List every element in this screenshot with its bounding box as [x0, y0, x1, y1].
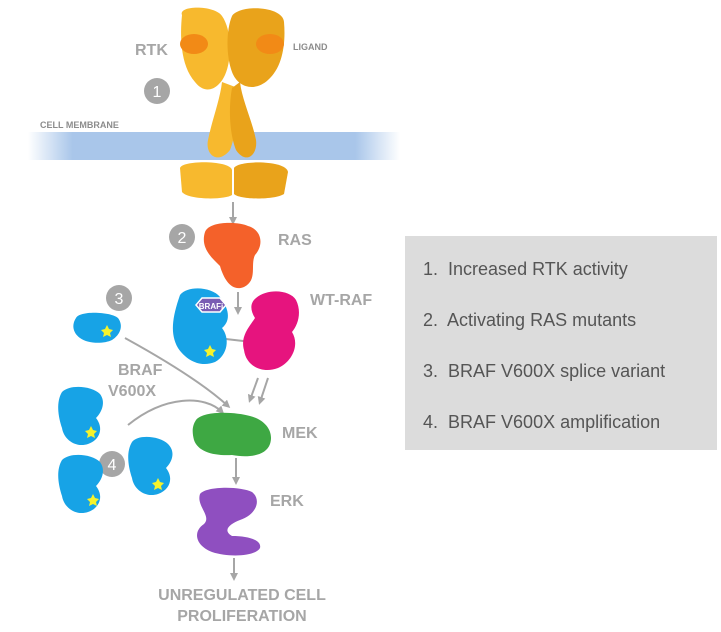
- svg-text:4: 4: [108, 457, 117, 474]
- brafi-inhibitor: BRAFi: [195, 297, 227, 313]
- legend-item-text: BRAF V600X splice variant: [448, 361, 666, 381]
- step-badge-2: 2: [169, 224, 195, 250]
- wt-raf-label: WT-RAF: [310, 292, 372, 309]
- legend-item: 2. Activating RAS mutants: [423, 303, 717, 354]
- legend-item-number: 1.: [423, 259, 439, 279]
- star-icon: [204, 345, 216, 357]
- outcome-label-line2: PROLIFERATION: [177, 608, 306, 625]
- step-badge-4: 4: [99, 451, 125, 477]
- svg-text:3: 3: [115, 291, 124, 308]
- legend-item-number: 3.: [423, 361, 439, 381]
- ras-protein: [203, 222, 261, 289]
- star-icon: [101, 325, 113, 337]
- cell-membrane-label: CELL MEMBRANE: [40, 120, 119, 130]
- wt-raf-protein: [243, 291, 299, 370]
- svg-text:1: 1: [153, 84, 162, 101]
- legend-item: 4. BRAF V600X amplification: [423, 405, 717, 456]
- step-badge-3: 3: [106, 285, 132, 311]
- step-badge-1: 1: [144, 78, 170, 104]
- legend-item-text: Increased RTK activity: [448, 259, 628, 279]
- erk-label: ERK: [270, 493, 304, 510]
- braf-v600x-label-line1: BRAF: [118, 362, 163, 379]
- star-icon: [152, 478, 164, 490]
- erk-protein: [197, 487, 261, 556]
- legend-item: 3. BRAF V600X splice variant: [423, 354, 717, 405]
- braf-amplified-copy: [58, 454, 103, 514]
- ligand-label: LIGAND: [293, 42, 328, 52]
- mek-label: MEK: [282, 425, 318, 442]
- braf-amplified-copy: [128, 436, 173, 496]
- ligand-shape: [180, 34, 208, 54]
- star-icon: [85, 426, 97, 438]
- legend-item-text: Activating RAS mutants: [447, 310, 637, 330]
- legend-item: 1. Increased RTK activity: [423, 252, 717, 303]
- svg-text:BRAFi: BRAFi: [199, 302, 223, 311]
- star-icon: [87, 494, 99, 506]
- mek-protein: [192, 412, 272, 457]
- braf-splice-variant: [73, 312, 121, 343]
- rtk-receptor: [180, 7, 288, 199]
- braf-v600x-label-line2: V600X: [108, 383, 156, 400]
- rtk-label: RTK: [135, 42, 168, 59]
- legend-item-number: 2.: [423, 310, 439, 330]
- svg-text:2: 2: [178, 230, 187, 247]
- braf-amplified-copy: [58, 386, 103, 446]
- outcome-label-line1: UNREGULATED CELL: [158, 587, 326, 604]
- legend-item-number: 4.: [423, 412, 439, 432]
- ras-label: RAS: [278, 232, 312, 249]
- mechanism-legend: 1. Increased RTK activity 2. Activating …: [405, 236, 717, 450]
- legend-item-text: BRAF V600X amplification: [448, 412, 661, 432]
